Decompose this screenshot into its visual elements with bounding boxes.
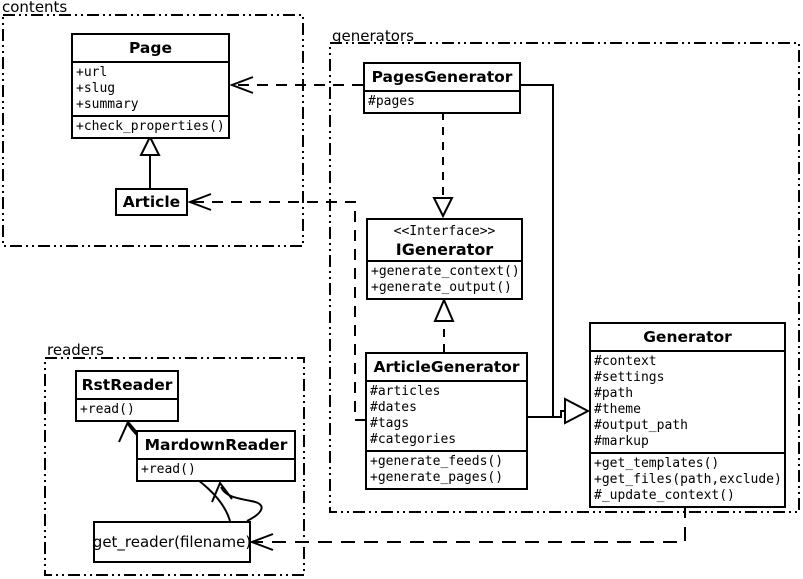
class-article-name: Article <box>122 193 181 211</box>
class-articlegenerator: ArticleGenerator #articles #dates #tags … <box>365 352 528 490</box>
class-mardownreader-methods: +read() <box>138 458 294 480</box>
realization-pagesgenerator-to-igenerator <box>432 112 454 219</box>
class-articlegenerator-methods: +generate_feeds() +generate_pages() <box>367 450 526 488</box>
method: #_update_context() <box>594 488 735 503</box>
dependency-articlegenerator-to-article <box>187 193 366 421</box>
class-pagesgenerator-name: PagesGenerator <box>371 68 513 86</box>
class-generator-attributes: #context #settings #path #theme #output_… <box>591 350 784 452</box>
attribute: #context <box>594 354 657 369</box>
attribute: +slug <box>76 81 116 96</box>
realization-articlegenerator-to-igenerator <box>433 297 455 352</box>
attribute: #path <box>594 386 634 401</box>
class-articlegenerator-attributes: #articles #dates #tags #categories <box>367 380 526 450</box>
attribute: #theme <box>594 402 641 417</box>
method: +get_files(path,exclude) <box>594 472 782 487</box>
class-generator-methods: +get_templates() +get_files(path,exclude… <box>591 452 784 506</box>
class-mardownreader-name: MardownReader <box>144 436 288 454</box>
attribute: #output_path <box>594 418 688 433</box>
attribute: #pages <box>368 94 415 109</box>
attribute: #settings <box>594 370 665 385</box>
class-pagesgenerator-attributes: #pages <box>365 90 519 112</box>
method: +get_templates() <box>594 456 720 471</box>
interface-igenerator-header: <<Interface>> IGenerator <box>368 220 521 260</box>
interface-igenerator-methods: +generate_context() +generate_output() <box>368 260 521 298</box>
method: +generate_pages() <box>370 470 504 485</box>
class-page-name: Page <box>128 39 172 57</box>
package-label-contents: contents <box>2 0 68 16</box>
class-mardownreader: MardownReader +read() <box>136 430 296 482</box>
attribute: +summary <box>76 97 139 112</box>
class-generator-name: Generator <box>643 328 732 346</box>
method: +read() <box>80 402 135 417</box>
method: +generate_output() <box>371 280 512 295</box>
attribute: +url <box>76 65 108 80</box>
class-rstreader: RstReader +read() <box>75 370 179 422</box>
class-rstreader-methods: +read() <box>77 398 177 420</box>
method: +generate_context() <box>371 264 520 279</box>
attribute: #markup <box>594 434 649 449</box>
class-rstreader-name: RstReader <box>81 376 173 394</box>
package-label-readers: readers <box>47 341 104 359</box>
stereotype-label: <<Interface>> <box>393 224 496 239</box>
call-arrow-getreader-to-mardownreader <box>211 481 263 522</box>
method: +generate_feeds() <box>370 454 504 469</box>
interface-igenerator-name: IGenerator <box>395 240 494 259</box>
class-articlegenerator-name: ArticleGenerator <box>373 358 520 376</box>
dependency-generator-to-getreader <box>249 504 686 551</box>
attribute: #categories <box>370 432 457 447</box>
method: +check_properties() <box>76 119 225 134</box>
inheritance-to-generator <box>520 84 591 425</box>
dependency-pagesgenerator-to-page <box>229 76 363 94</box>
method: +read() <box>141 462 196 477</box>
function-get-reader: get_reader(filename) <box>93 521 251 563</box>
interface-igenerator: <<Interface>> IGenerator +generate_conte… <box>366 218 523 300</box>
class-generator: Generator #context #settings #path #them… <box>589 322 786 508</box>
attribute: #tags <box>370 416 410 431</box>
inheritance-article-to-page <box>139 134 161 188</box>
class-article: Article <box>115 188 188 216</box>
class-page-methods: +check_properties() <box>73 115 228 137</box>
attribute: #dates <box>370 400 417 415</box>
class-pagesgenerator: PagesGenerator #pages <box>363 62 521 114</box>
attribute: #articles <box>370 384 441 399</box>
class-page-attributes: +url +slug +summary <box>73 61 228 115</box>
function-get-reader-label: get_reader(filename) <box>92 533 252 551</box>
class-page: Page +url +slug +summary +check_properti… <box>71 33 230 139</box>
package-label-generators: generators <box>332 27 414 45</box>
